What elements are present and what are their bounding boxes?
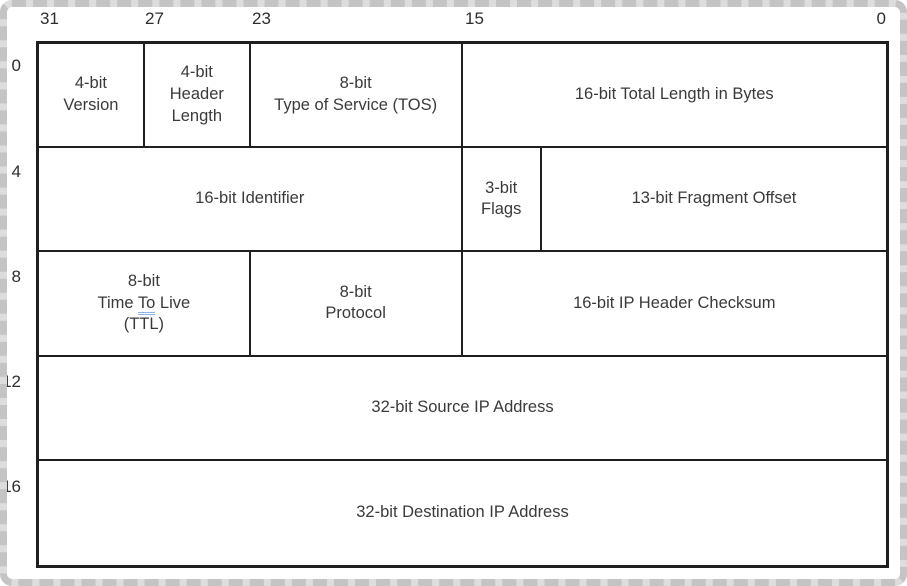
field-time-to-live: 8-bit Time To Live (TTL)	[39, 252, 251, 357]
bit-label-0: 0	[876, 9, 886, 28]
byte-offset-8: 8	[11, 267, 21, 286]
bit-label-31: 31	[40, 9, 59, 28]
bit-label-27: 27	[145, 9, 164, 28]
field-header-length: 4-bit Header Length	[144, 44, 251, 149]
field-flags: 3-bit Flags	[462, 148, 542, 253]
byte-offset-16: 16	[2, 477, 21, 496]
field-fragment-offset: 13-bit Fragment Offset	[541, 148, 886, 253]
ipv4-header-field-grid: 4-bit Version 4-bit Header Length 8-bit …	[36, 41, 889, 568]
grammar-underline-to: To	[137, 293, 156, 315]
field-identifier: 16-bit Identifier	[39, 148, 463, 253]
field-source-ip: 32-bit Source IP Address	[39, 357, 886, 461]
field-type-of-service: 8-bit Type of Service (TOS)	[250, 44, 463, 149]
field-version: 4-bit Version	[39, 44, 145, 149]
bit-label-15: 15	[465, 9, 484, 28]
byte-offset-12: 12	[2, 372, 21, 391]
field-protocol: 8-bit Protocol	[250, 252, 463, 357]
ttl-line-3: (TTL)	[123, 315, 165, 334]
byte-offset-0: 0	[11, 56, 21, 75]
field-header-checksum: 16-bit IP Header Checksum	[462, 252, 886, 357]
byte-offset-4: 4	[11, 162, 21, 181]
ttl-line-2: Time To Live	[98, 293, 190, 315]
field-destination-ip: 32-bit Destination IP Address	[356, 503, 569, 521]
bit-label-23: 23	[252, 9, 271, 28]
field-total-length: 16-bit Total Length in Bytes	[462, 44, 886, 149]
ttl-line-1: 8-bit	[127, 271, 160, 290]
